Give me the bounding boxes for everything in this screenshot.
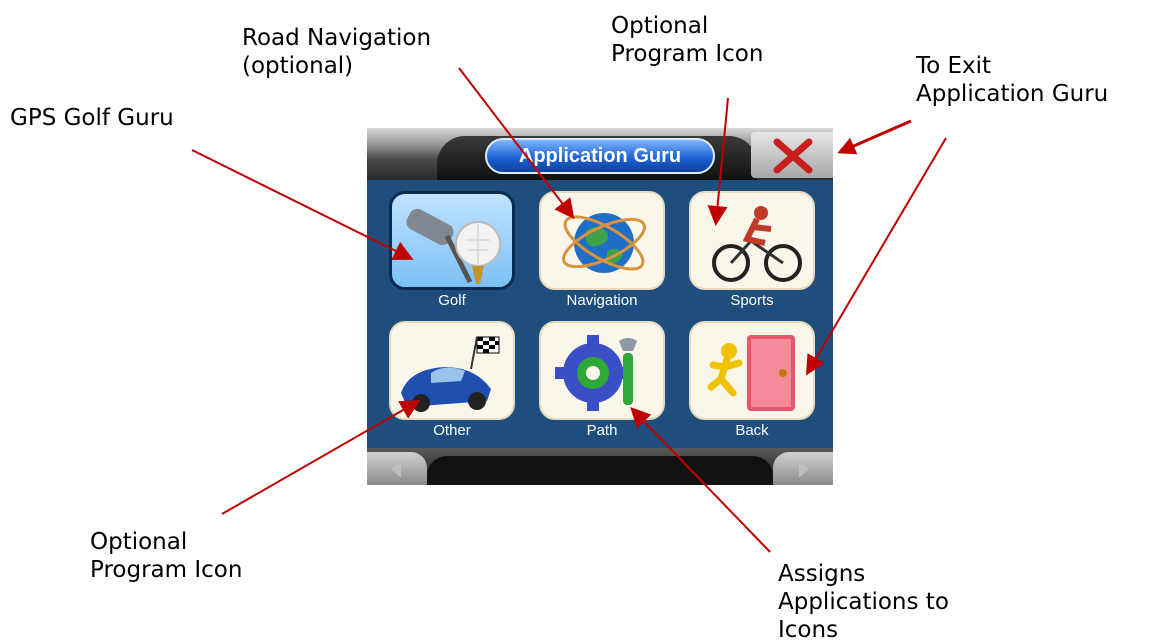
cyclist-icon	[712, 206, 802, 282]
arrow-optional-top	[707, 97, 729, 226]
scroll-left-button[interactable]	[367, 452, 427, 485]
tile-navigation-label: Navigation	[566, 292, 638, 309]
title-bar: Application Guru	[367, 128, 833, 180]
scroll-right-button[interactable]	[773, 452, 833, 485]
tile-back-label: Back	[735, 422, 769, 439]
callout-optional-program-icon-top: Optional Program Icon	[611, 13, 764, 67]
tile-path-label: Path	[586, 422, 618, 439]
bottom-bar-recess	[427, 456, 773, 485]
screen-title: Application Guru	[485, 138, 715, 174]
arrow-assigns	[630, 407, 771, 553]
arrow-optional-bottom	[221, 400, 421, 515]
tile-golf-label: Golf	[438, 292, 466, 309]
arrow-exit	[837, 119, 912, 155]
callout-gps-golf-guru: GPS Golf Guru	[10, 105, 174, 131]
application-guru-screen: Application Guru Golf Navigation	[367, 128, 833, 485]
exit-button[interactable]	[751, 132, 833, 178]
left-arrow-icon	[391, 460, 401, 478]
bottom-bar	[367, 448, 833, 485]
tile-other-label: Other	[433, 422, 471, 439]
tile-path[interactable]	[539, 321, 665, 420]
exit-door-icon	[707, 335, 795, 411]
callout-assigns-applications: Assigns Applications to Icons	[778, 561, 949, 643]
gear-wrench-icon	[555, 335, 637, 411]
arrow-road-navigation	[458, 67, 575, 220]
globe-orbit-icon	[562, 213, 646, 273]
right-arrow-icon	[799, 460, 809, 478]
callout-exit-application-guru: To Exit Application Guru	[916, 53, 1109, 107]
callout-road-navigation: Road Navigation (optional)	[242, 25, 432, 79]
close-icon	[773, 138, 813, 174]
golf-club-ball-icon	[406, 208, 501, 284]
tile-sports-label: Sports	[730, 292, 774, 309]
callout-optional-program-icon-bottom: Optional Program Icon	[90, 529, 243, 583]
arrow-golf	[191, 149, 414, 260]
tile-back[interactable]	[689, 321, 815, 420]
tile-golf[interactable]	[389, 191, 515, 290]
arrow-back-tile	[805, 137, 947, 376]
